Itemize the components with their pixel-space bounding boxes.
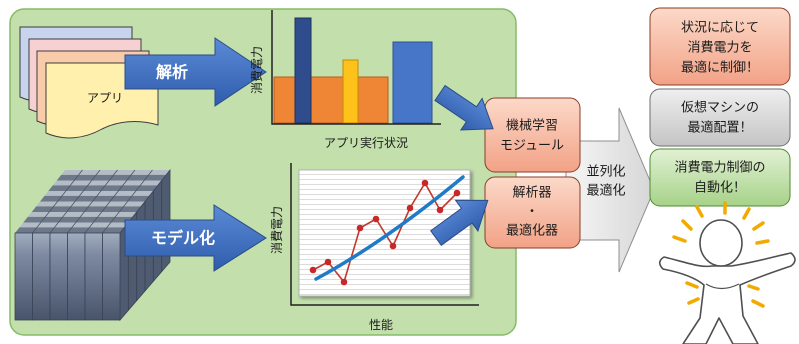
model-fit-curve — [314, 175, 465, 281]
ml-module-line-2: モジュール — [500, 139, 564, 154]
rack-column — [49, 232, 68, 321]
outcome-3-line-2: 自動化！ — [694, 181, 746, 196]
app-chart-xlabel: アプリ実行状況 — [324, 135, 408, 150]
data-point — [324, 258, 332, 266]
document-stack-icon: アプリ — [19, 26, 159, 139]
data-point — [356, 224, 364, 232]
data-point — [372, 215, 380, 223]
optimize-label: 最適化 — [586, 183, 625, 199]
outcome-box-3 — [649, 148, 791, 207]
analyzer-optimizer: 解析器 ・ 最適化器 — [484, 176, 581, 249]
ml-module: 機械学習 モジュール — [484, 97, 581, 173]
perf-chart-xlabel: 性能 — [369, 318, 393, 332]
outcome-2-line-1: 仮想マシンの — [681, 100, 759, 116]
rack-line — [67, 169, 118, 234]
measured-series-line — [312, 181, 458, 284]
bar-navy — [294, 17, 312, 124]
measured-series-points — [309, 179, 461, 286]
ray — [752, 221, 765, 231]
ray — [751, 299, 765, 308]
outcome-vm-placement: 仮想マシンの 最適配置！ — [649, 88, 791, 147]
arrow-to-analyzer — [430, 199, 489, 246]
ray — [687, 297, 700, 305]
bar-yellow — [342, 59, 359, 124]
ray — [695, 205, 704, 218]
analyzer-optimizer-box — [484, 176, 581, 249]
ml-module-box — [484, 97, 581, 173]
model-arrow: モデル化 — [124, 204, 267, 272]
ray — [685, 281, 699, 289]
perf-chart-axes — [290, 163, 479, 306]
data-point — [406, 204, 414, 212]
analyzer-line-2: ・ — [525, 205, 538, 220]
outcome-1-line-1: 状況に応じて — [681, 21, 759, 36]
excitement-rays — [672, 201, 770, 308]
model-arrow-label: モデル化 — [151, 229, 215, 248]
ml-module-line-1: 機械学習 — [506, 118, 558, 134]
outcome-1-line-2: 消費電力を — [687, 41, 752, 56]
rack-line — [84, 169, 136, 234]
bar-base-orange — [273, 76, 389, 124]
analyze-arrow: 解析 — [124, 37, 267, 107]
data-point — [309, 266, 317, 274]
data-point — [436, 206, 444, 214]
figure-collar — [705, 283, 740, 290]
rack-depth-lines — [32, 169, 153, 234]
app-chart-axes — [271, 10, 441, 125]
data-point — [340, 278, 348, 286]
figure-head — [699, 219, 743, 267]
rack-line — [32, 169, 83, 234]
rack-column — [102, 232, 121, 321]
ray — [755, 239, 770, 245]
parallel-label: 並列化 — [586, 165, 625, 180]
perf-chart-ylabel: 消費電力 — [269, 206, 284, 254]
stick-figure-icon — [658, 219, 796, 344]
app-chart-ylabel: 消費電力 — [249, 46, 264, 94]
ray — [672, 235, 687, 243]
apps-label: アプリ — [87, 91, 123, 105]
figure-body — [658, 252, 796, 344]
data-point — [389, 242, 397, 250]
analyze-arrow-shape — [124, 37, 267, 107]
model-arrow-shape — [124, 204, 267, 272]
data-point — [421, 179, 429, 187]
rack-column — [67, 232, 86, 321]
parallel-optimize-arrow: 並列化 最適化 — [565, 107, 655, 273]
ray — [681, 219, 693, 231]
outcome-automation: 消費電力制御の 自動化！ — [649, 148, 791, 207]
rack-column — [32, 232, 51, 321]
app-power-chart: 消費電力 アプリ実行状況 — [249, 10, 441, 150]
analyze-arrow-label: 解析 — [156, 63, 188, 82]
outcome-3-line-1: 消費電力制御の — [674, 161, 765, 176]
outcome-box-2 — [649, 88, 791, 147]
outcome-2-line-2: 最適配置！ — [687, 120, 752, 136]
ray — [747, 284, 760, 291]
ray — [742, 207, 751, 220]
bar-blue — [392, 41, 433, 124]
rack-line — [102, 169, 153, 234]
outcome-box-1 — [649, 7, 791, 86]
analyzer-line-3: 最適化器 — [506, 223, 558, 239]
rack-column — [84, 232, 103, 321]
data-point — [453, 189, 461, 197]
analyzer-line-1: 解析器 — [512, 186, 551, 201]
arrow-to-ml-module — [434, 84, 494, 131]
rack-column — [14, 232, 33, 321]
rack-line — [49, 169, 101, 234]
outcome-1-line-3: 最適に制御！ — [681, 60, 759, 76]
outcome-power-control: 状況に応じて 消費電力を 最適に制御！ — [649, 7, 791, 86]
